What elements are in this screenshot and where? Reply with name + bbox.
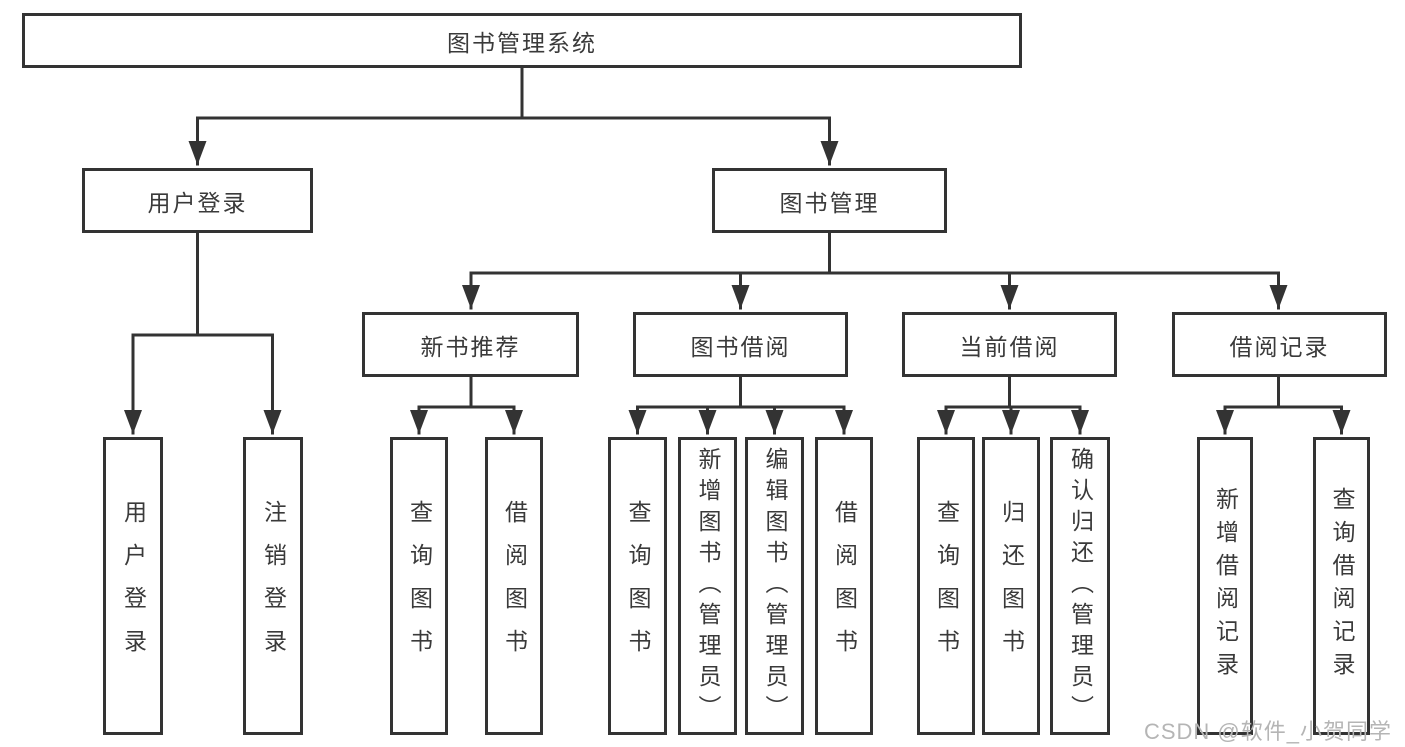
wire-current-borrow-rail (944, 375, 1082, 409)
leaf-cb-return-books-label: 归还图书 (998, 500, 1025, 672)
leaf-nb-query-books: 查询图书 (390, 437, 448, 735)
leaf-bb-edit-books-admin-label: 编辑图书（管理员） (762, 446, 788, 726)
leaf-nb-borrow-books: 借阅图书 (485, 437, 543, 735)
leaf-br-add-record-label: 新增借阅记录 (1212, 487, 1239, 685)
leaf-cb-query-books-label: 查询图书 (933, 500, 960, 672)
leaf-nb-query-books-label: 查询图书 (406, 500, 433, 672)
leaf-cb-confirm-return-admin: 确认归还（管理员） (1050, 437, 1110, 735)
leaf-bb-add-books-admin-label: 新增图书（管理员） (695, 446, 721, 726)
node-current-borrow-label: 当前借阅 (959, 333, 1060, 360)
leaf-bb-query-books: 查询图书 (608, 437, 667, 735)
node-borrow-records: 借阅记录 (1172, 312, 1387, 377)
node-borrow-records-label: 借阅记录 (1229, 333, 1330, 360)
leaf-bb-edit-books-admin: 编辑图书（管理员） (745, 437, 804, 735)
wire-borrow-records-rail (1223, 375, 1343, 409)
node-root-label: 图书管理系统 (447, 29, 597, 56)
leaf-user-login: 用户登录 (103, 437, 163, 735)
leaf-user-login-label: 用户登录 (120, 500, 147, 672)
leaf-bb-borrow-books-label: 借阅图书 (831, 500, 858, 672)
leaf-cb-return-books: 归还图书 (982, 437, 1040, 735)
node-root: 图书管理系统 (22, 13, 1022, 68)
wire-book-management-rail (469, 231, 1280, 275)
leaf-cb-confirm-return-admin-label: 确认归还（管理员） (1067, 446, 1094, 726)
leaf-br-query-record-label: 查询借阅记录 (1329, 487, 1355, 685)
node-user-login-label: 用户登录 (147, 189, 248, 216)
node-book-management-label: 图书管理 (779, 189, 880, 216)
node-user-login: 用户登录 (82, 168, 313, 233)
csdn-watermark: CSDN @软件_小贺同学 (1143, 719, 1392, 744)
node-current-borrow: 当前借阅 (902, 312, 1117, 377)
leaf-br-add-record: 新增借阅记录 (1197, 437, 1253, 735)
leaf-bb-borrow-books: 借阅图书 (815, 437, 873, 735)
node-book-management: 图书管理 (712, 168, 947, 233)
leaf-nb-borrow-books-label: 借阅图书 (501, 500, 528, 672)
node-book-borrow: 图书借阅 (633, 312, 848, 377)
wire-book-borrow-rail (636, 375, 846, 409)
wire-user-login-rail (131, 231, 274, 337)
wire-new-book-rail (417, 375, 516, 409)
leaf-cb-query-books: 查询图书 (917, 437, 975, 735)
node-new-book-recommend-label: 新书推荐 (420, 333, 521, 360)
node-book-borrow-label: 图书借阅 (690, 333, 791, 360)
wire-root-rail (196, 66, 831, 120)
leaf-logout-label: 注销登录 (260, 500, 287, 672)
leaf-bb-add-books-admin: 新增图书（管理员） (678, 437, 737, 735)
leaf-logout: 注销登录 (243, 437, 303, 735)
node-new-book-recommend: 新书推荐 (362, 312, 579, 377)
leaf-br-query-record: 查询借阅记录 (1313, 437, 1370, 735)
leaf-bb-query-books-label: 查询图书 (625, 500, 651, 672)
